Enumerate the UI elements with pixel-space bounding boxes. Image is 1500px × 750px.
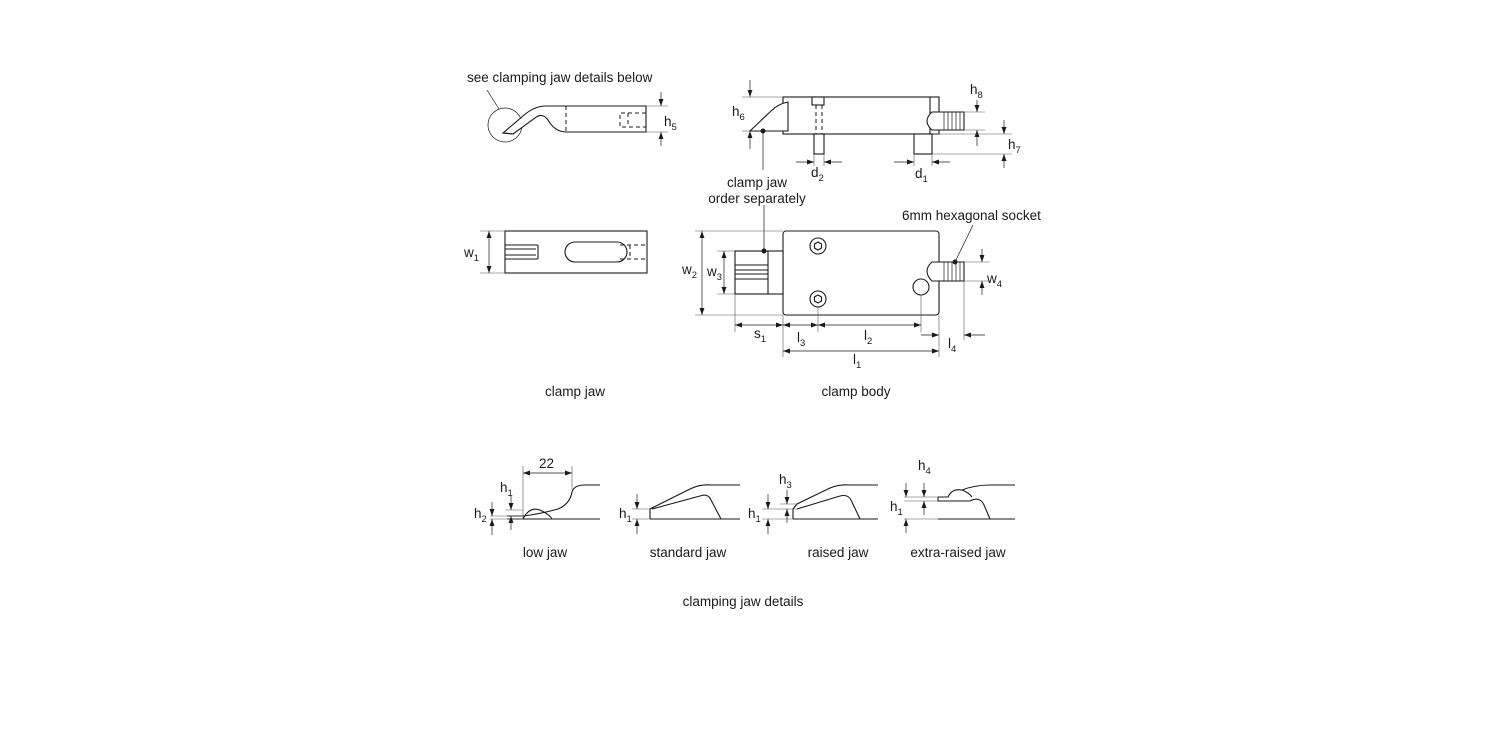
raised-jaw-profile [792,484,878,520]
dim-w4: w4 [986,271,1002,290]
adjusting-screw-top [926,261,965,282]
dim-s1: s1 [754,326,766,345]
caption-extra-raised-jaw: extra-raised jaw [910,545,1006,560]
dim-h7: h7 [1008,137,1021,156]
clamp-body-side-view: clamp jaw order separately h6 d2 d1 h8 h… [708,80,1021,206]
caption-low-jaw: low jaw [523,545,568,560]
pin-d1 [913,133,933,155]
dim-h5: h5 [664,114,677,133]
raised-jaw-detail: h1 h3 [748,472,878,534]
clamp-jaw-note-line1: clamp jaw [727,175,787,190]
caption-clamp-jaw: clamp jaw [545,384,605,399]
caption-clamp-body: clamp body [821,384,890,399]
extra-raised-jaw-detail: h4 h1 [890,458,1015,533]
dim-h8: h8 [970,82,983,101]
pin-head [811,96,825,106]
caption-standard-jaw: standard jaw [650,545,727,560]
dim-d1: d1 [915,166,928,185]
clamp-jaw-top-view: w1 [463,230,648,274]
dim-raised-h1: h1 [748,506,761,525]
adjusting-screw [926,111,965,131]
dim-std-h1: h1 [619,506,632,525]
dim-w3: w3 [706,264,722,283]
extra-raised-jaw-profile [937,484,1015,520]
caption-clamping-jaw-details: clamping jaw details [683,594,804,609]
low-jaw-detail: 22 h1 h2 [474,456,600,535]
dim-w2: w2 [681,262,697,281]
clamp-body-top-view: 6mm hexagonal socket w2 w3 w4 s1 [681,205,1041,371]
dim-low-h2: h2 [474,506,487,525]
clamp-jaw-note-line2: order separately [708,191,806,206]
clamp-body-side [782,96,940,135]
see-details-label: see clamping jaw details below [467,70,653,85]
caption-raised-jaw: raised jaw [808,545,869,560]
dim-low-22: 22 [539,456,554,471]
standard-jaw-profile [649,484,740,520]
dim-xr-h4: h4 [918,458,931,477]
jaw-tip-side [748,101,789,132]
low-jaw-profile [507,484,600,520]
socket-screw-top [809,237,827,255]
clamp-jaw-side-body [501,105,647,135]
dim-l3: l3 [797,330,805,349]
dim-l2: l2 [864,328,872,347]
dim-low-h1: h1 [500,480,513,499]
dim-d2: d2 [811,165,824,184]
pin-d2 [813,133,825,155]
hex-socket-label: 6mm hexagonal socket [902,208,1041,223]
clamp-body-top [782,230,940,316]
dim-l4: l4 [948,336,956,355]
dim-raised-h3: h3 [779,472,792,491]
dim-w1: w1 [463,245,479,264]
dim-l1: l1 [853,352,861,371]
standard-jaw-detail: h1 [619,484,740,534]
clamp-jaw-side-view: see clamping jaw details below h5 [467,70,677,146]
clamp-jaw-top-body [504,230,648,274]
dim-xr-h1: h1 [890,499,903,518]
jaw-slot [564,241,628,263]
dim-h6: h6 [732,104,745,123]
jaw-block-top [734,250,784,295]
